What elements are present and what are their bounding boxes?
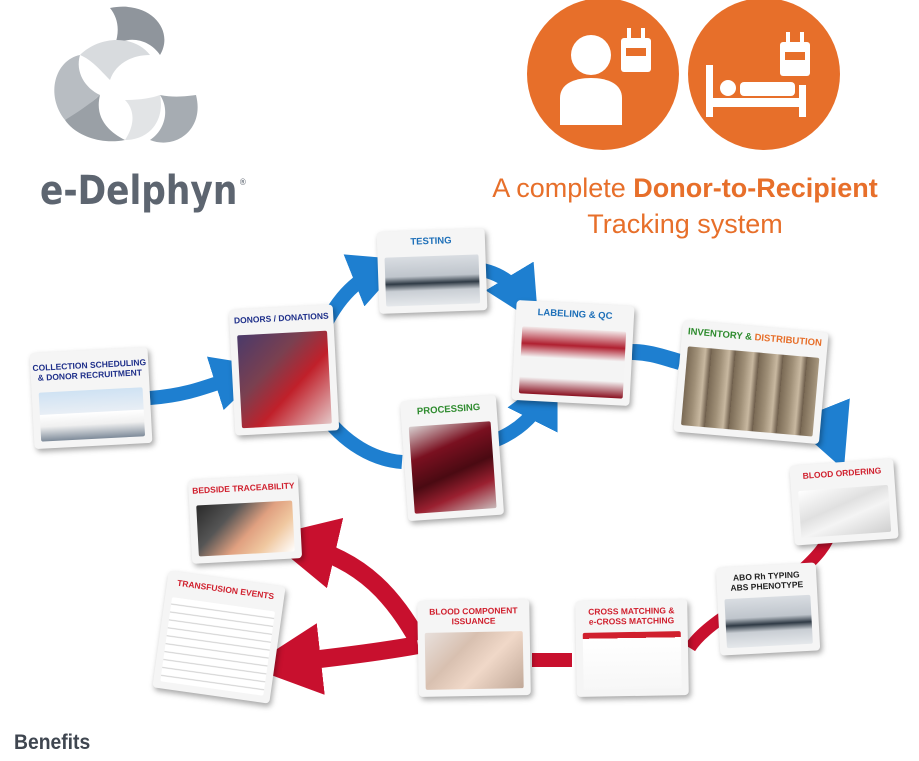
brand-name: e-Delphyn®: [40, 168, 247, 214]
step-donors: DONORS / DONATIONS: [228, 304, 340, 436]
step-inventory: INVENTORY & DISTRIBUTION: [673, 319, 829, 445]
step-label: PROCESSING: [416, 401, 481, 418]
step-processing: PROCESSING: [399, 394, 505, 522]
arrow-labeling-to-inventory: [631, 344, 683, 370]
testing-machine-photo: [384, 254, 481, 307]
transfusion-form-photo: [160, 597, 276, 696]
step-crossmatch: CROSS MATCHING & e-CROSS MATCHING: [575, 599, 689, 697]
step-typing: ABO Rh TYPING ABS PHENOTYPE: [715, 562, 821, 656]
step-ordering: BLOOD ORDERING: [789, 458, 899, 546]
donor-blood-bag-icon: [527, 0, 679, 150]
step-label: COLLECTION SCHEDULING & DONOR RECRUITMEN…: [32, 357, 147, 383]
patient-issuance-photo: [424, 631, 524, 690]
step-label: CROSS MATCHING & e-CROSS MATCHING: [588, 605, 675, 627]
inventory-shelves-photo: [680, 346, 820, 437]
step-issuance: BLOOD COMPONENT ISSUANCE: [417, 599, 531, 697]
arrow-collection-to-donors: [149, 356, 269, 411]
arrow-typing-to-crossmatch: [684, 613, 726, 652]
arrow-issuance-to-bedside: [264, 518, 426, 645]
order-forms-photo: [798, 484, 892, 539]
labeled-blood-bag-photo: [518, 326, 627, 399]
step-label: BLOOD COMPONENT ISSUANCE: [429, 605, 518, 627]
step-label: BLOOD ORDERING: [802, 465, 882, 481]
donor-photo: [237, 330, 332, 429]
step-label: BEDSIDE TRACEABILITY: [191, 480, 295, 496]
benefits-heading: Benefits: [14, 731, 91, 754]
step-label: LABELING & QC: [537, 307, 613, 323]
step-label: DONORS / DONATIONS: [233, 310, 329, 326]
handheld-scanner-photo: [196, 500, 295, 557]
crossmatch-form-photo: [582, 631, 682, 690]
blood-bags-photo: [408, 421, 497, 514]
step-bedside: BEDSIDE TRACEABILITY: [187, 474, 303, 564]
patient-bed-blood-bag-icon: [688, 0, 840, 150]
arrow-processing-to-labeling: [493, 369, 558, 447]
step-testing: TESTING: [376, 228, 488, 314]
typing-machine-photo: [724, 594, 813, 649]
dolphin-swirl-logo: [54, 6, 198, 143]
step-label: TESTING: [410, 235, 452, 248]
arrow-issuance-to-transfusion: [249, 623, 420, 695]
tagline: A complete Donor-to-Recipient Tracking s…: [492, 173, 878, 239]
step-collection: COLLECTION SCHEDULING & DONOR RECRUITMEN…: [29, 346, 153, 450]
step-labeling: LABELING & QC: [511, 299, 635, 407]
mobile-bus-photo: [38, 387, 146, 442]
step-label: ABO Rh TYPING ABS PHENOTYPE: [730, 569, 804, 593]
step-transfusion: TRANSFUSION EVENTS: [152, 570, 286, 704]
